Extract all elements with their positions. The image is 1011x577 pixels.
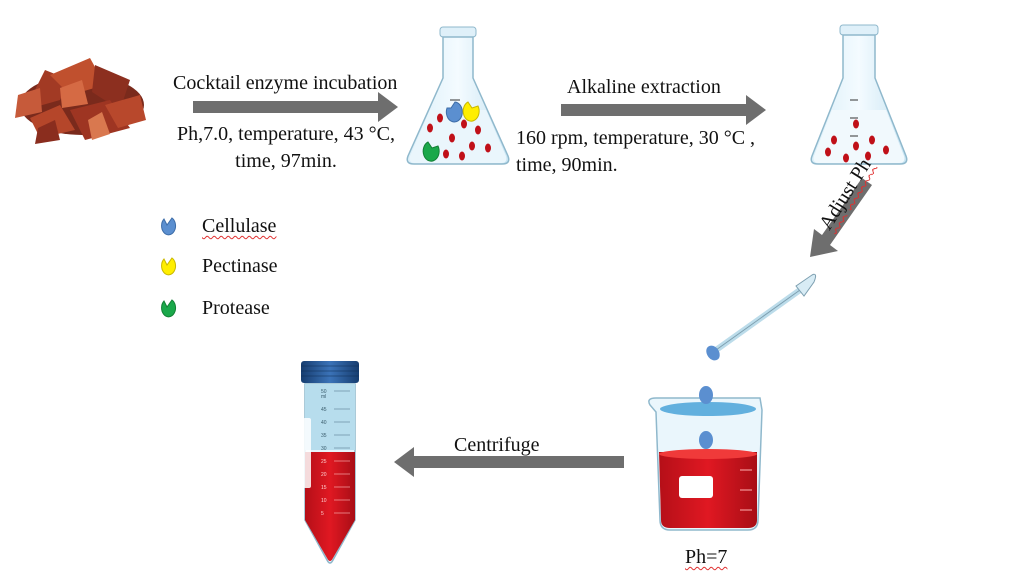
protease-enzyme-icon bbox=[161, 299, 177, 318]
tube-scale-label: 45 bbox=[321, 407, 327, 413]
legend-label: Pectinase bbox=[202, 255, 278, 277]
tube-scale-label: 15 bbox=[321, 485, 327, 491]
beaker-label: Ph=7 bbox=[685, 546, 727, 568]
arrow-step3 bbox=[810, 178, 872, 257]
arrow-step2 bbox=[561, 95, 766, 125]
tube-scale-label: 30 bbox=[321, 446, 327, 452]
legend-item-pectinase: Pectinase bbox=[155, 253, 315, 279]
step1-line1: Ph,7.0, temperature, 43 °C, bbox=[177, 123, 395, 145]
cellulase-enzyme-icon bbox=[161, 217, 177, 236]
centrifuge-tube bbox=[301, 361, 359, 564]
step2-title: Alkaline extraction bbox=[567, 76, 721, 98]
enzyme-legend: Cellulase Pectinase Protease bbox=[155, 213, 315, 328]
tube-scale-label: 10 bbox=[321, 498, 327, 504]
tube-scale-label: 35 bbox=[321, 433, 327, 439]
tube-scale-label: ml bbox=[321, 394, 326, 400]
legend-label: Protease bbox=[202, 297, 270, 319]
legend-item-protease: Protease bbox=[155, 295, 315, 321]
step4-label: Centrifuge bbox=[454, 434, 540, 456]
tube-scale-label: 20 bbox=[321, 472, 327, 478]
tube-scale-label: 5 bbox=[321, 511, 324, 517]
ph7-text: Ph=7 bbox=[685, 546, 728, 568]
step1-title: Cocktail enzyme incubation bbox=[173, 72, 398, 94]
beaker bbox=[648, 386, 763, 531]
tube-scale-label: 40 bbox=[321, 420, 327, 426]
pipette-icon bbox=[706, 273, 817, 361]
legend-label: Cellulase bbox=[202, 215, 277, 237]
flask-incubation bbox=[406, 26, 510, 165]
step2-line1: 160 rpm, temperature, 30 °C , bbox=[516, 127, 756, 149]
pectinase-enzyme-icon bbox=[161, 257, 177, 276]
legend-item-cellulase: Cellulase bbox=[155, 213, 315, 239]
tube-scale-label: 50 bbox=[321, 389, 327, 395]
step1-line2: time, 97min. bbox=[235, 150, 337, 172]
seaweed-material-image bbox=[15, 58, 146, 144]
flask-extraction bbox=[810, 24, 908, 165]
arrow-step1 bbox=[193, 92, 398, 122]
tube-scale-label: 25 bbox=[321, 459, 327, 465]
arrow-step4 bbox=[394, 447, 624, 477]
step2-line2: time, 90min. bbox=[516, 154, 618, 176]
